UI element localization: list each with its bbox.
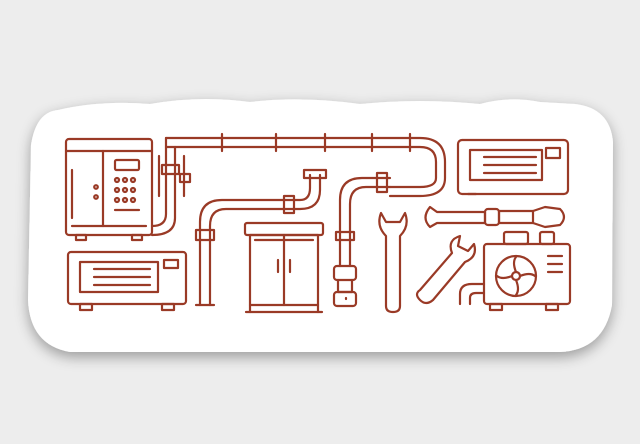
- air-conditioner-indoor-icon: [66, 250, 188, 312]
- control-panel-icon: [64, 137, 154, 242]
- pipe-network-icon: [150, 132, 447, 308]
- wrench-icon: [378, 211, 408, 314]
- mini-split-wall-unit-icon: [456, 138, 570, 196]
- outdoor-condenser-unit-icon: [458, 230, 572, 312]
- diagonal-wrench-icon: [415, 234, 477, 305]
- screwdriver-icon: [424, 205, 566, 229]
- cabinet-icon: [243, 221, 325, 314]
